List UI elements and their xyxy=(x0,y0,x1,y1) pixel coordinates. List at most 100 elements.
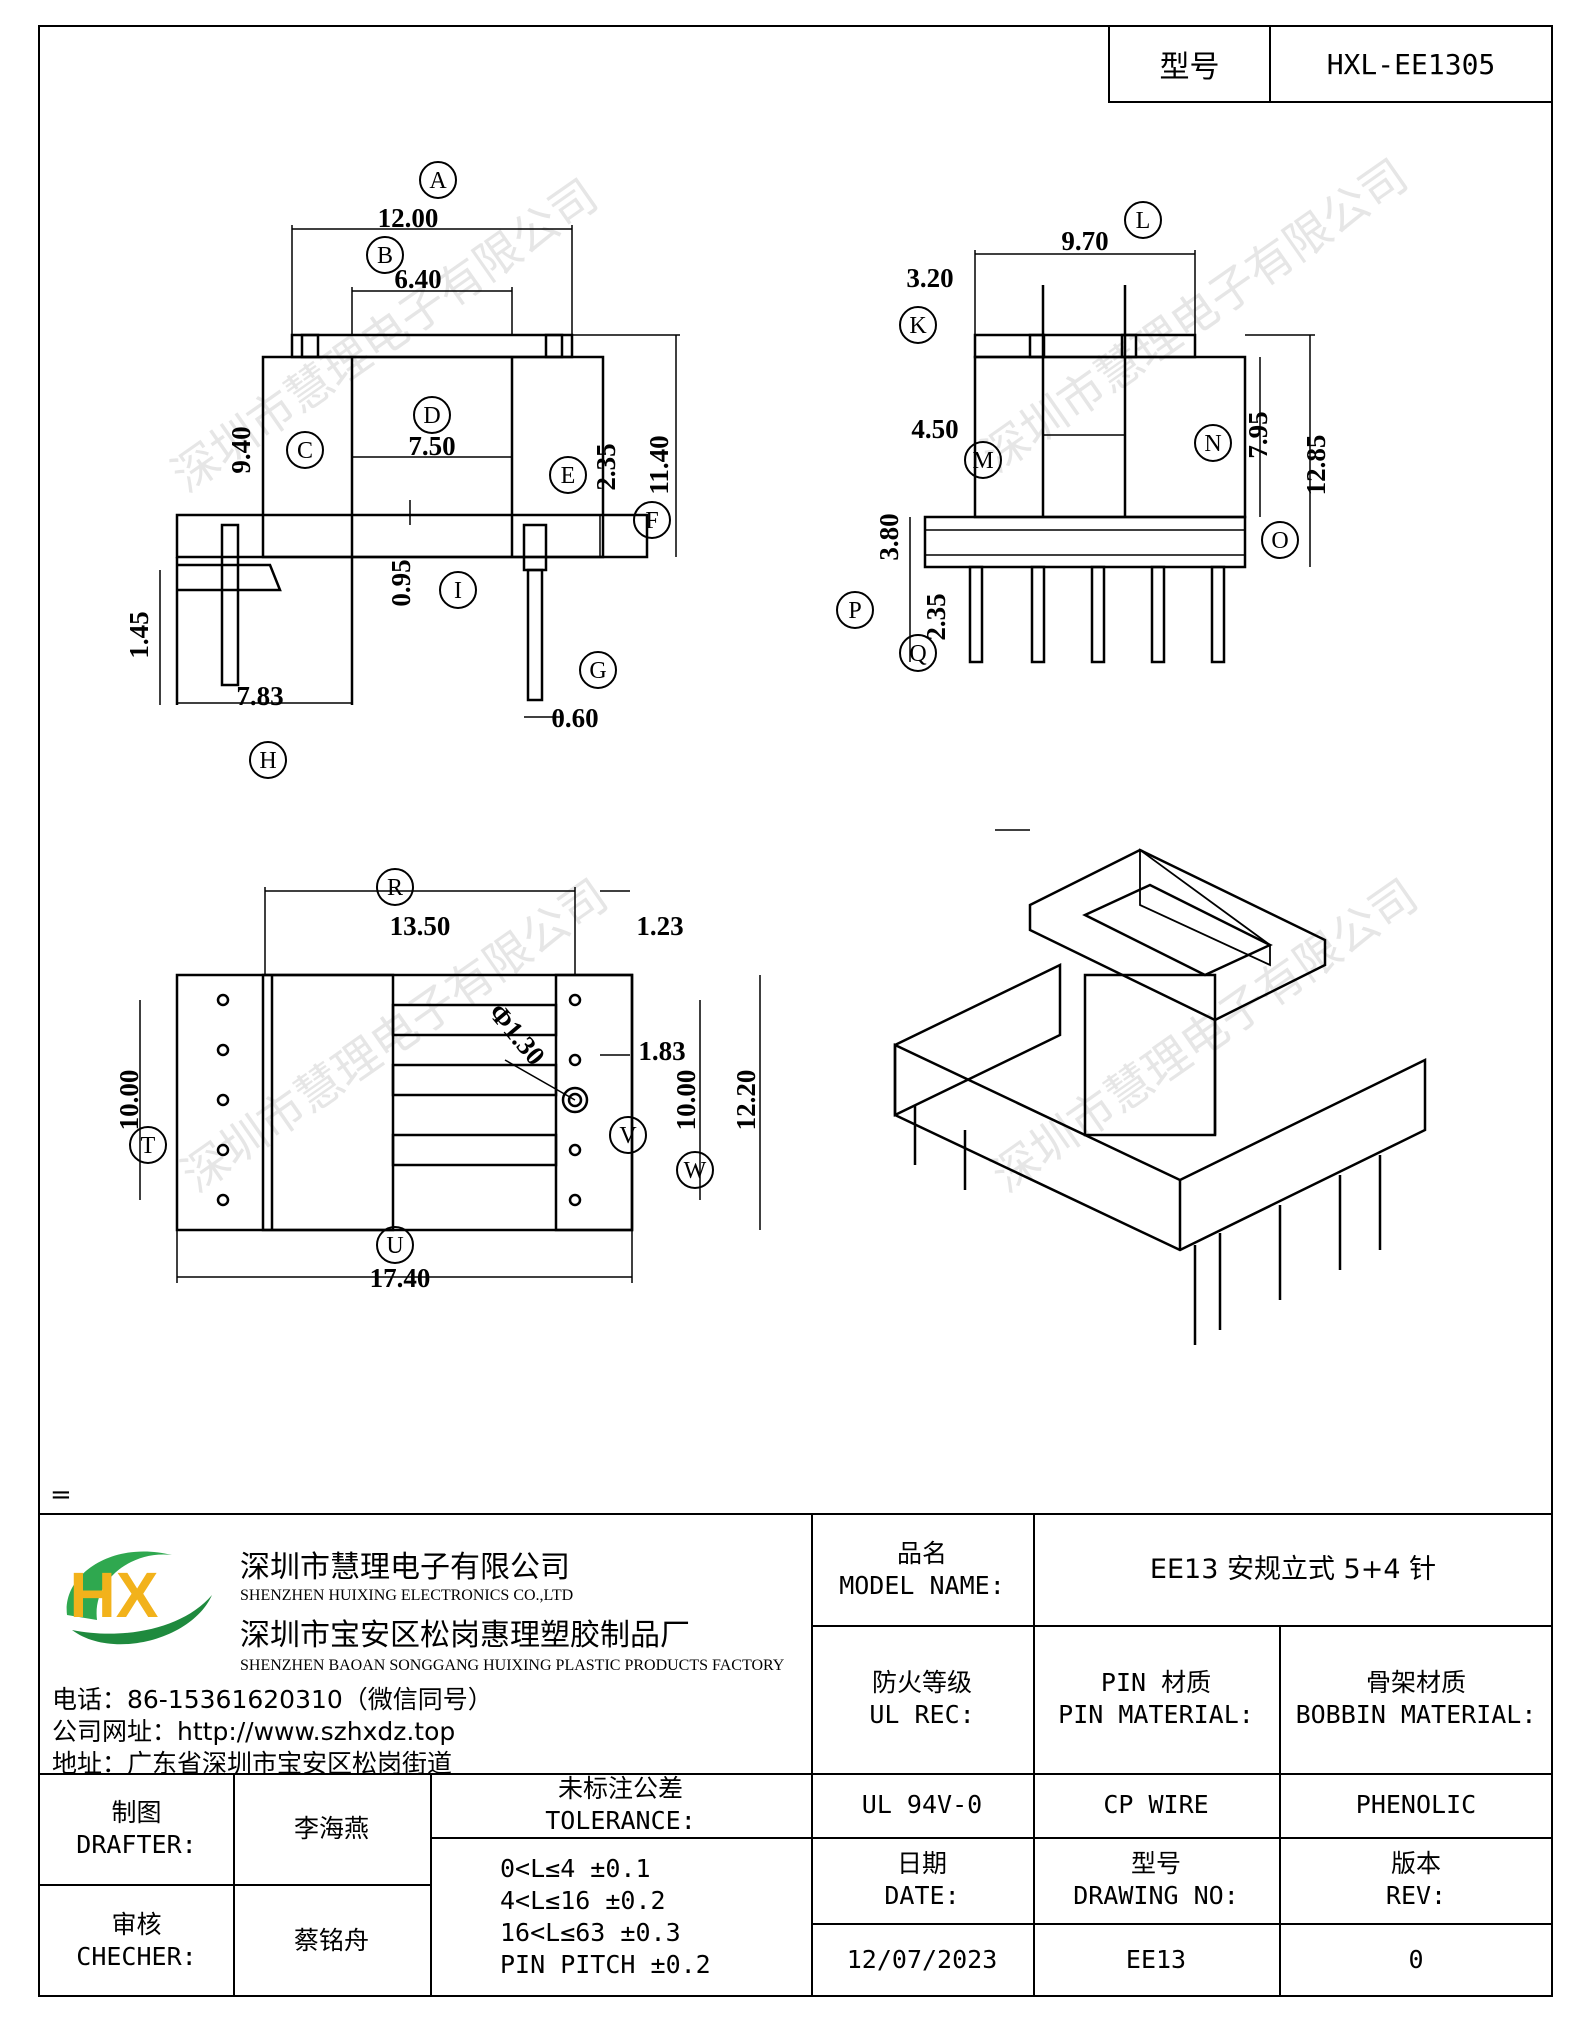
dim-p-value: 3.80 xyxy=(874,513,904,560)
date-value: 12/07/2023 xyxy=(846,1945,998,1974)
bobbin-value: PHENOLIC xyxy=(1355,1790,1477,1819)
dim-v2-value: 1.83 xyxy=(638,1036,685,1066)
pin-cn: PIN 材质 xyxy=(1100,1668,1212,1697)
dim-k-value: 3.20 xyxy=(906,263,953,293)
callout-f: F xyxy=(645,508,658,534)
bobbin-cn: 骨架材质 xyxy=(1365,1668,1466,1697)
dim-t-value: 10.00 xyxy=(114,1070,144,1131)
bobbin-material-label: 骨架材质 BOBBIN MATERIAL: xyxy=(1279,1625,1553,1773)
callout-e: E xyxy=(561,463,576,489)
callout-n: N xyxy=(1204,431,1221,457)
model-name-value: EE13 安规立式 5+4 针 xyxy=(1149,1554,1437,1585)
checker-en: CHECHER: xyxy=(76,1941,197,1971)
drawing-no-value: EE13 xyxy=(1125,1945,1187,1974)
side-view xyxy=(909,250,1315,664)
callout-u: U xyxy=(386,1233,403,1259)
dim-q-value: 2.35 xyxy=(921,593,951,640)
callout-m: M xyxy=(972,448,993,474)
callout-i: I xyxy=(454,578,462,604)
model-number-box: 型号 HXL-EE1305 xyxy=(1108,25,1553,103)
callout-w: W xyxy=(684,1158,707,1184)
callout-o: O xyxy=(1271,528,1288,554)
callout-c: C xyxy=(297,438,313,464)
drafter-en: DRAFTER: xyxy=(76,1829,197,1859)
dim-r-value: 13.50 xyxy=(390,911,451,941)
model-name-cn: 品名 xyxy=(896,1539,947,1568)
drawing-en: DRAWING NO: xyxy=(1073,1881,1239,1910)
dim-c-value: 9.40 xyxy=(226,426,256,473)
technical-drawing: 12.00 6.40 9.40 7.50 2.35 11.40 0.95 0.6… xyxy=(40,105,1550,1485)
ul-en: UL REC: xyxy=(869,1700,975,1729)
pin-material-label: PIN 材质 PIN MATERIAL: xyxy=(1033,1625,1279,1773)
callout-a: A xyxy=(429,168,447,194)
tolerance-label: 未标注公差 TOLERANCE: xyxy=(430,1773,811,1837)
callout-q: Q xyxy=(909,641,926,667)
callout-h: H xyxy=(259,748,276,774)
model-name-label: 品名 MODEL NAME: xyxy=(811,1515,1033,1625)
drafter-cn: 制图 xyxy=(111,1797,162,1827)
dim-n-value: 7.95 xyxy=(1243,411,1273,458)
dim-h-value: 7.83 xyxy=(236,681,283,711)
callout-d: D xyxy=(423,403,440,429)
dim-f-value: 11.40 xyxy=(644,435,674,494)
bobbin-en: BOBBIN MATERIAL: xyxy=(1295,1700,1537,1729)
website-text: 公司网址：http://www.szhxdz.top xyxy=(52,1717,456,1746)
date-en: DATE: xyxy=(884,1881,960,1910)
pin-en: PIN MATERIAL: xyxy=(1058,1700,1254,1729)
callout-v: V xyxy=(619,1123,637,1149)
title-block: HX 深圳市慧理电子有限公司 SHENZHEN HUIXING ELECTRON… xyxy=(38,1513,1553,1997)
callout-b: B xyxy=(377,243,393,269)
callout-l: L xyxy=(1136,208,1151,234)
callout-r: R xyxy=(387,875,403,901)
date-label: 日期 DATE: xyxy=(811,1837,1033,1923)
drafter-name: 李海燕 xyxy=(293,1813,369,1843)
equals-mark: = xyxy=(50,1480,72,1510)
dim-g-value: 0.60 xyxy=(551,703,598,733)
bottom-view xyxy=(139,887,761,1283)
company-name-en: SHENZHEN HUIXING ELECTRONICS CO.,LTD xyxy=(240,1587,574,1604)
date-cn: 日期 xyxy=(896,1849,947,1878)
isometric-view xyxy=(893,829,1427,1345)
dim-u-value: 17.40 xyxy=(370,1263,431,1293)
model-label: 型号 xyxy=(1110,27,1271,101)
front-view xyxy=(159,225,680,718)
dim-m-value: 4.50 xyxy=(911,414,958,444)
ul-rec-label: 防火等级 UL REC: xyxy=(811,1625,1033,1773)
drawing-no-label: 型号 DRAWING NO: xyxy=(1033,1837,1279,1923)
dim-v-value: 10.00 xyxy=(671,1070,701,1131)
tolerance-en: TOLERANCE: xyxy=(545,1806,696,1835)
pin-value: CP WIRE xyxy=(1103,1790,1209,1819)
callout-k: K xyxy=(909,313,927,339)
dim-b-value: 6.40 xyxy=(394,264,441,294)
rev-en: REV: xyxy=(1385,1881,1447,1910)
model-name-en: MODEL NAME: xyxy=(839,1571,1005,1600)
callout-g: G xyxy=(589,658,606,684)
dim-i-value: 0.95 xyxy=(386,559,416,606)
tolerance-line: 4<L≤16 ±0.2 xyxy=(500,1886,666,1915)
checker-name: 蔡铭舟 xyxy=(293,1925,369,1955)
ul-value: UL 94V-0 xyxy=(861,1790,983,1819)
drawing-cn: 型号 xyxy=(1130,1849,1181,1878)
dim-d-value: 7.50 xyxy=(408,431,455,461)
dim-r2-value: 1.23 xyxy=(636,911,683,941)
dim-e-value: 2.35 xyxy=(591,443,621,490)
company-name-cn: 深圳市慧理电子有限公司 xyxy=(240,1550,570,1585)
dim-l-value: 9.70 xyxy=(1061,226,1108,256)
model-value: HXL-EE1305 xyxy=(1326,47,1496,81)
tolerance-line: 0<L≤4 ±0.1 xyxy=(500,1854,651,1883)
rev-label: 版本 REV: xyxy=(1279,1837,1553,1923)
dim-left-value: 1.45 xyxy=(124,611,154,658)
tolerance-values: 0<L≤4 ±0.1 4<L≤16 ±0.2 16<L≤63 ±0.3 PIN … xyxy=(430,1837,811,1997)
drafter-label: 制图 DRAFTER: xyxy=(40,1773,233,1884)
company-info: HX 深圳市慧理电子有限公司 SHENZHEN HUIXING ELECTRON… xyxy=(40,1515,811,1778)
factory-name-cn: 深圳市宝安区松岗惠理塑胶制品厂 xyxy=(240,1618,690,1653)
ul-cn: 防火等级 xyxy=(871,1668,972,1697)
logo-text: HX xyxy=(70,1559,159,1631)
checker-label: 审核 CHECHER: xyxy=(40,1884,233,1997)
callout-t: T xyxy=(141,1133,156,1159)
dim-a-value: 12.00 xyxy=(378,203,439,233)
phone-text: 电话：86-15361620310（微信同号） xyxy=(52,1685,493,1714)
dim-w-value: 12.20 xyxy=(731,1070,761,1131)
tolerance-line: PIN PITCH ±0.2 xyxy=(500,1950,711,1979)
rev-cn: 版本 xyxy=(1390,1849,1441,1878)
